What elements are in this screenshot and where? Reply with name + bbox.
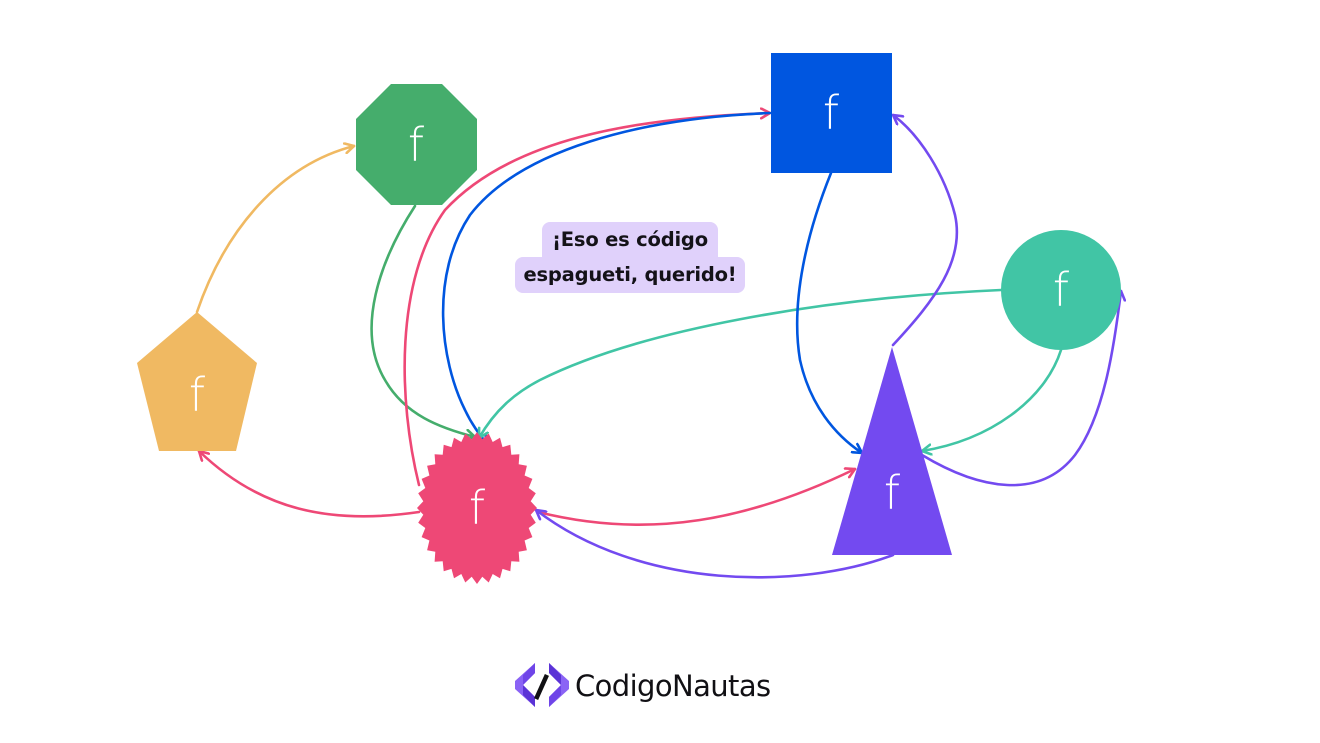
edge-starburst-to-triangle: [536, 469, 857, 527]
octagon-label: f: [408, 118, 425, 172]
triangle-shape: [832, 347, 952, 555]
edge-starburst-to-square: [403, 113, 772, 487]
edge-circle-to-triangle: [920, 348, 1063, 451]
edge-octagon-to-starburst: [370, 204, 477, 437]
node-triangle[interactable]: f: [832, 347, 952, 555]
node-circle[interactable]: f: [1001, 230, 1121, 350]
node-starburst[interactable]: f: [417, 432, 537, 584]
node-octagon[interactable]: f: [356, 84, 477, 205]
pentagon-label: f: [189, 368, 206, 422]
starburst-label: f: [469, 481, 486, 535]
edge-triangle-to-starburst: [534, 510, 895, 579]
brand-logo: CodigoNautas: [513, 659, 771, 713]
brand-name: CodigoNautas: [575, 669, 771, 703]
circle-label: f: [1053, 263, 1070, 317]
pentagon-shape: [137, 312, 257, 451]
triangle-label: f: [884, 466, 901, 520]
speech-bubble-line-2: espagueti, querido!: [515, 257, 745, 293]
octagon-shape: [356, 84, 477, 205]
edge-triangle-to-square: [891, 113, 959, 347]
circle-shape: [1001, 230, 1121, 350]
starburst-shape: [417, 432, 537, 584]
square-label: f: [823, 86, 840, 140]
code-brackets-logo-icon: [515, 663, 569, 707]
edge-square-to-triangle: [795, 171, 864, 455]
edge-pentagon-to-octagon: [195, 146, 356, 314]
speech-bubble: ¡Eso es código espagueti, querido!: [500, 222, 760, 293]
speech-bubble-line-1: ¡Eso es código: [542, 222, 718, 258]
edge-starburst-to-pentagon: [197, 449, 421, 518]
node-square[interactable]: f: [771, 53, 892, 173]
edge-square-to-starburst: [441, 111, 772, 446]
edge-triangle-to-circle: [920, 289, 1121, 487]
edges: [195, 111, 1121, 579]
node-pentagon[interactable]: f: [137, 312, 257, 451]
square-shape: [771, 53, 892, 173]
edge-circle-to-starburst: [477, 288, 1003, 440]
